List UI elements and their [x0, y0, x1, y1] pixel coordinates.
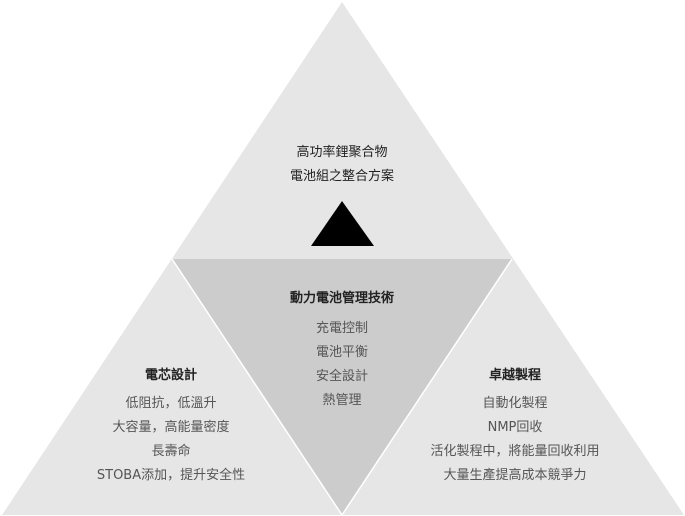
center-item: 熱管理	[322, 393, 362, 408]
center-item: 電池平衡	[315, 345, 368, 360]
right-section: 卓越製程 自動化製程 NMP回收 活化製程中，將能量回收利用 大量生產提高成本競…	[405, 366, 625, 488]
right-item: 活化製程中，將能量回收利用	[430, 444, 600, 459]
black-triangle-icon	[311, 201, 374, 246]
center-item: 安全設計	[315, 369, 368, 384]
left-item: 長壽命	[151, 444, 191, 459]
left-section: 電芯設計 低阻抗，低溫升 大容量，高能量密度 長壽命 STOBA添加，提升安全性	[71, 366, 271, 488]
divider-left	[171, 258, 343, 516]
right-item: NMP回收	[487, 420, 543, 435]
center-item: 充電控制	[315, 321, 368, 336]
top-section: 高功率鋰聚合物 電池組之整合方案	[242, 141, 442, 189]
top-line-1: 高功率鋰聚合物	[296, 145, 388, 160]
left-item: 大容量，高能量密度	[112, 420, 230, 435]
inner-inverted-triangle	[172, 259, 512, 515]
divider-right	[341, 258, 513, 516]
center-title: 動力電池管理技術	[289, 291, 394, 306]
left-item: 低阻抗，低溫升	[125, 396, 217, 411]
left-item: STOBA添加，提升安全性	[96, 468, 246, 483]
right-item: 自動化製程	[482, 396, 548, 411]
center-section: 動力電池管理技術 充電控制 電池平衡 安全設計 熱管理	[242, 289, 442, 413]
right-item: 大量生產提高成本競爭力	[443, 468, 587, 483]
left-title: 電芯設計	[144, 368, 197, 383]
right-title: 卓越製程	[488, 368, 541, 383]
top-line-2: 電池組之整合方案	[289, 169, 394, 184]
